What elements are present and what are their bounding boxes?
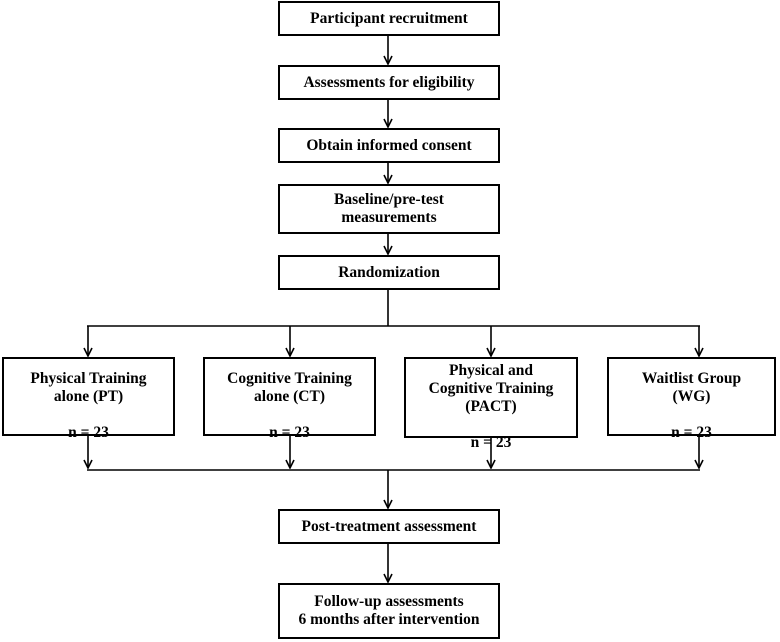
step-baseline: Baseline/pre-test measurements: [278, 184, 500, 234]
group-pt-name: Physical Training alone (PT): [30, 369, 147, 405]
group-wg: Waitlist Group (WG) n = 23: [607, 357, 776, 441]
step-randomization-label: Randomization: [338, 263, 440, 281]
step-follow-up: Follow-up assessments 6 months after int…: [278, 583, 500, 639]
step-recruitment: Participant recruitment: [278, 1, 500, 36]
step-baseline-label: Baseline/pre-test measurements: [334, 191, 444, 226]
step-recruitment-label: Participant recruitment: [310, 9, 468, 27]
group-wg-name: Waitlist Group (WG): [641, 369, 742, 405]
group-ct-name: Cognitive Training alone (CT): [227, 369, 352, 405]
group-ct: Cognitive Training alone (CT) n = 23: [203, 357, 376, 441]
group-ct-n: n = 23: [269, 423, 310, 441]
step-post-treatment: Post-treatment assessment: [278, 509, 500, 544]
group-pact-n: n = 23: [470, 433, 512, 451]
step-eligibility-label: Assessments for eligibility: [303, 73, 475, 91]
step-randomization: Randomization: [278, 255, 500, 290]
group-pact-name: Physical and Cognitive Training (PACT): [428, 361, 554, 415]
step-consent: Obtain informed consent: [278, 128, 500, 163]
step-post-treatment-label: Post-treatment assessment: [301, 517, 477, 535]
group-pt: Physical Training alone (PT) n = 23: [2, 357, 175, 441]
group-wg-n: n = 23: [671, 423, 712, 441]
step-follow-up-label: Follow-up assessments 6 months after int…: [298, 593, 480, 628]
step-consent-label: Obtain informed consent: [306, 136, 472, 154]
group-pt-n: n = 23: [68, 423, 109, 441]
group-pact: Physical and Cognitive Training (PACT) n…: [404, 357, 578, 451]
step-eligibility: Assessments for eligibility: [278, 65, 500, 100]
